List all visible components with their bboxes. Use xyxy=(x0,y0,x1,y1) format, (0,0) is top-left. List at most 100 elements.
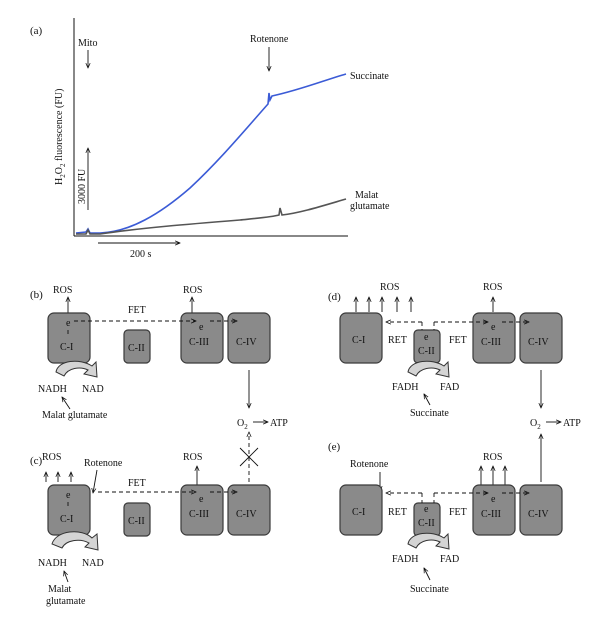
panel-e-label: (e) xyxy=(328,441,341,453)
complex-iv xyxy=(227,312,271,364)
right-atp-label: ATP xyxy=(563,418,581,429)
c4-label: C-IV xyxy=(528,337,549,348)
panel-c-label: (c) xyxy=(30,455,43,467)
electron-c3: e xyxy=(491,322,496,333)
y-axis-label: H2O2 fluorescence (FU) xyxy=(54,89,67,185)
complex-iii xyxy=(180,484,224,536)
c1-label: C-I xyxy=(60,342,73,353)
c1-label: C-I xyxy=(352,507,365,518)
complex-iii xyxy=(472,484,516,536)
c3-label: C-III xyxy=(481,509,501,520)
c2-label: C-II xyxy=(418,518,435,529)
rotenone-label: Rotenone xyxy=(84,458,123,469)
electron-c2: e xyxy=(424,504,429,515)
block-cross-2 xyxy=(239,447,259,467)
electron-c3: e xyxy=(491,494,496,505)
fet-label: FET xyxy=(449,507,467,518)
fet-label: FET xyxy=(128,305,146,316)
substrate-label: Malat glutamate xyxy=(42,410,108,421)
substrate-label-2: glutamate xyxy=(46,596,86,607)
glutamate-label: glutamate xyxy=(350,201,390,212)
complex-i xyxy=(339,484,383,536)
right-atp-path: O2 ATP xyxy=(530,370,581,482)
substrate-arrow xyxy=(62,397,71,410)
substrate-arrow xyxy=(424,394,431,406)
c3-label: C-III xyxy=(189,337,209,348)
malat-glutamate-trace xyxy=(76,198,347,235)
fadh-conversion-arrow xyxy=(407,532,450,550)
x-scale-label: 200 s xyxy=(130,249,152,260)
electron-c3: e xyxy=(199,322,204,333)
nad-label: NAD xyxy=(82,558,104,569)
mito-annotation: Mito xyxy=(78,38,97,49)
fad-label: FAD xyxy=(440,382,459,393)
substrate-arrow xyxy=(424,568,431,581)
rotenone-label: Rotenone xyxy=(350,459,389,470)
nad-label: NAD xyxy=(82,384,104,395)
c2-label: C-II xyxy=(128,343,145,354)
fet-label: FET xyxy=(128,478,146,489)
c3-label: C-III xyxy=(481,337,501,348)
complex-iii xyxy=(472,312,516,364)
nadh-conversion-arrow xyxy=(55,360,98,378)
electron-c2: e xyxy=(424,332,429,343)
complex-ii xyxy=(123,502,151,537)
y-scale-label: 3000 FU xyxy=(77,168,88,204)
nadh-conversion-arrow xyxy=(51,531,99,551)
c2-label: C-II xyxy=(128,516,145,527)
ros-c3-label: ROS xyxy=(183,285,202,296)
fad-label: FAD xyxy=(440,554,459,565)
complex-iv xyxy=(519,312,563,364)
panel-d-label: (d) xyxy=(328,291,341,303)
electron-c1: e xyxy=(66,318,71,329)
left-atp-label: ATP xyxy=(270,418,288,429)
substrate-arrow xyxy=(64,571,69,583)
panel-a-trace-plot: (a) H2O2 fluorescence (FU) Mito Rotenone… xyxy=(30,18,390,260)
c4-label: C-IV xyxy=(236,509,257,520)
ros-c1-label: ROS xyxy=(42,452,61,463)
malat-label: Malat xyxy=(355,190,379,201)
left-o2-label: O2 xyxy=(237,418,248,431)
c2-label: C-II xyxy=(418,346,435,357)
fadh-label: FADH xyxy=(392,554,418,565)
electron-c1: e xyxy=(66,490,71,501)
fadh-conversion-arrow xyxy=(407,360,450,378)
electron-c3: e xyxy=(199,494,204,505)
complex-iv xyxy=(227,484,271,536)
panel-e-diagram: (e) Rotenone ROS C-I e C-II e C-III C-IV… xyxy=(328,441,563,595)
substrate-label: Succinate xyxy=(410,584,449,595)
panel-c-diagram: (c) ROS Rotenone ROS e C-I C-II e C-III … xyxy=(30,452,271,607)
complex-ii xyxy=(123,329,151,364)
ret-label: RET xyxy=(388,507,407,518)
ret-label: RET xyxy=(388,335,407,346)
right-o2-label: O2 xyxy=(530,418,541,431)
ros-c1-label: ROS xyxy=(380,282,399,293)
c1-label: C-I xyxy=(60,514,73,525)
c4-label: C-IV xyxy=(528,509,549,520)
rotenone-annotation: Rotenone xyxy=(250,34,289,45)
c1-label: C-I xyxy=(352,335,365,346)
panel-a-label: (a) xyxy=(30,25,43,37)
succinate-trace xyxy=(75,73,347,234)
nadh-label: NADH xyxy=(38,384,67,395)
fet-label: FET xyxy=(449,335,467,346)
substrate-label-1: Malat xyxy=(48,584,72,595)
ros-c3-label: ROS xyxy=(483,452,502,463)
ros-c3-label: ROS xyxy=(183,452,202,463)
ros-c1-label: ROS xyxy=(53,285,72,296)
succinate-label: Succinate xyxy=(350,71,389,82)
complex-iii xyxy=(180,312,224,364)
substrate-label: Succinate xyxy=(410,408,449,419)
panel-b-diagram: (b) ROS ROS e C-I C-II e C-III C-IV FET … xyxy=(30,285,271,421)
c3-label: C-III xyxy=(189,509,209,520)
complex-iv xyxy=(519,484,563,536)
c4-label: C-IV xyxy=(236,337,257,348)
nadh-label: NADH xyxy=(38,558,67,569)
panel-b-label: (b) xyxy=(30,289,43,301)
left-atp-path: O2 ATP xyxy=(237,370,288,482)
ros-c3-label: ROS xyxy=(483,282,502,293)
fadh-label: FADH xyxy=(392,382,418,393)
rotenone-arrow xyxy=(93,469,98,493)
panel-d-diagram: (d) ROS ROS C-I e C-II e C-III C-IV RET … xyxy=(328,282,563,419)
